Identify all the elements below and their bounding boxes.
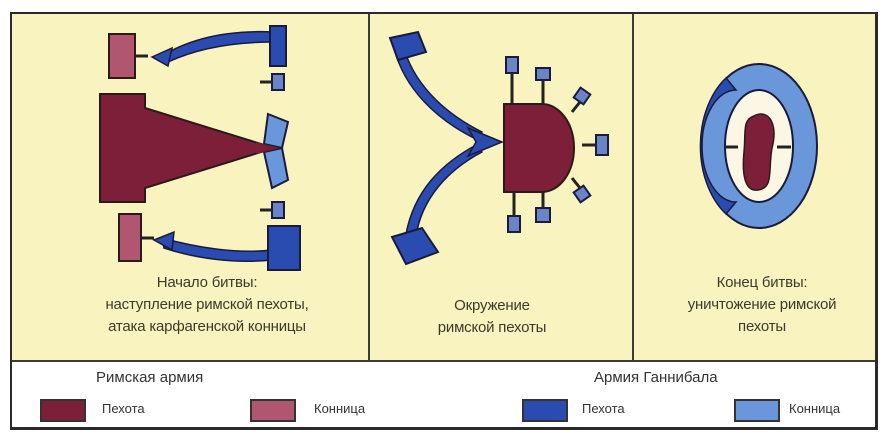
legend-label-roman-infantry: Пехота [102, 401, 145, 416]
caption-line: атака карфагенской конницы [108, 318, 306, 335]
legend-label-hannibal-infantry: Пехота [582, 401, 625, 416]
hannibal-cavalry-unit [388, 30, 428, 62]
roman-cavalry-unit [118, 213, 142, 262]
legend-hannibal-title: Армия Ганнибала [594, 369, 718, 386]
legend-swatch-roman-cavalry [250, 399, 296, 422]
roman-infantry-wedge [99, 93, 278, 203]
panel-2-scene [388, 30, 609, 266]
roman-infantry-remnant [742, 113, 775, 191]
hannibal-cavalry-unit [390, 226, 440, 266]
battle-scenes [99, 25, 818, 271]
legend-roman-title: Римская армия [96, 369, 204, 386]
caption-line: Начало битвы: [156, 274, 258, 291]
hannibal-cavalry-unit [267, 225, 301, 271]
panel-divider [368, 14, 370, 360]
caption-line: уничтожение римской [687, 296, 837, 313]
panel-divider [632, 14, 634, 360]
hannibal-infantry-ring [699, 76, 738, 216]
panel-2-caption: Окружение римской пехоты [392, 295, 592, 339]
roman-infantry-encircled [503, 103, 575, 193]
hannibal-infantry-center [262, 112, 290, 150]
legend-label-hannibal-cavalry: Конница [789, 401, 841, 416]
legend-swatch-hannibal-cavalry [734, 399, 780, 422]
panel-1-scene [99, 25, 301, 271]
legend-swatch-hannibal-infantry [522, 399, 568, 422]
caption-line: пехоты [738, 318, 786, 335]
hannibal-cavalry-unit [269, 25, 287, 67]
caption-line: наступление римской пехоты, [105, 296, 309, 313]
caption-line: римской пехоты [437, 319, 547, 336]
battle-panels: Начало битвы: наступление римской пехоты… [12, 14, 875, 362]
roman-cavalry-unit [108, 33, 136, 79]
panel-3-caption: Конец битвы: уничтожение римской пехоты [662, 272, 862, 338]
caption-line: Окружение [454, 297, 530, 314]
caption-line: Конец битвы: [716, 274, 808, 291]
panel-3-scene [699, 63, 818, 229]
diagram-frame: Начало битвы: наступление римской пехоты… [10, 12, 878, 430]
legend-label-roman-cavalry: Конница [314, 401, 366, 416]
hannibal-infantry-center [262, 146, 290, 190]
panel-1-caption: Начало битвы: наступление римской пехоты… [72, 272, 342, 338]
legend-swatch-roman-infantry [40, 399, 86, 422]
